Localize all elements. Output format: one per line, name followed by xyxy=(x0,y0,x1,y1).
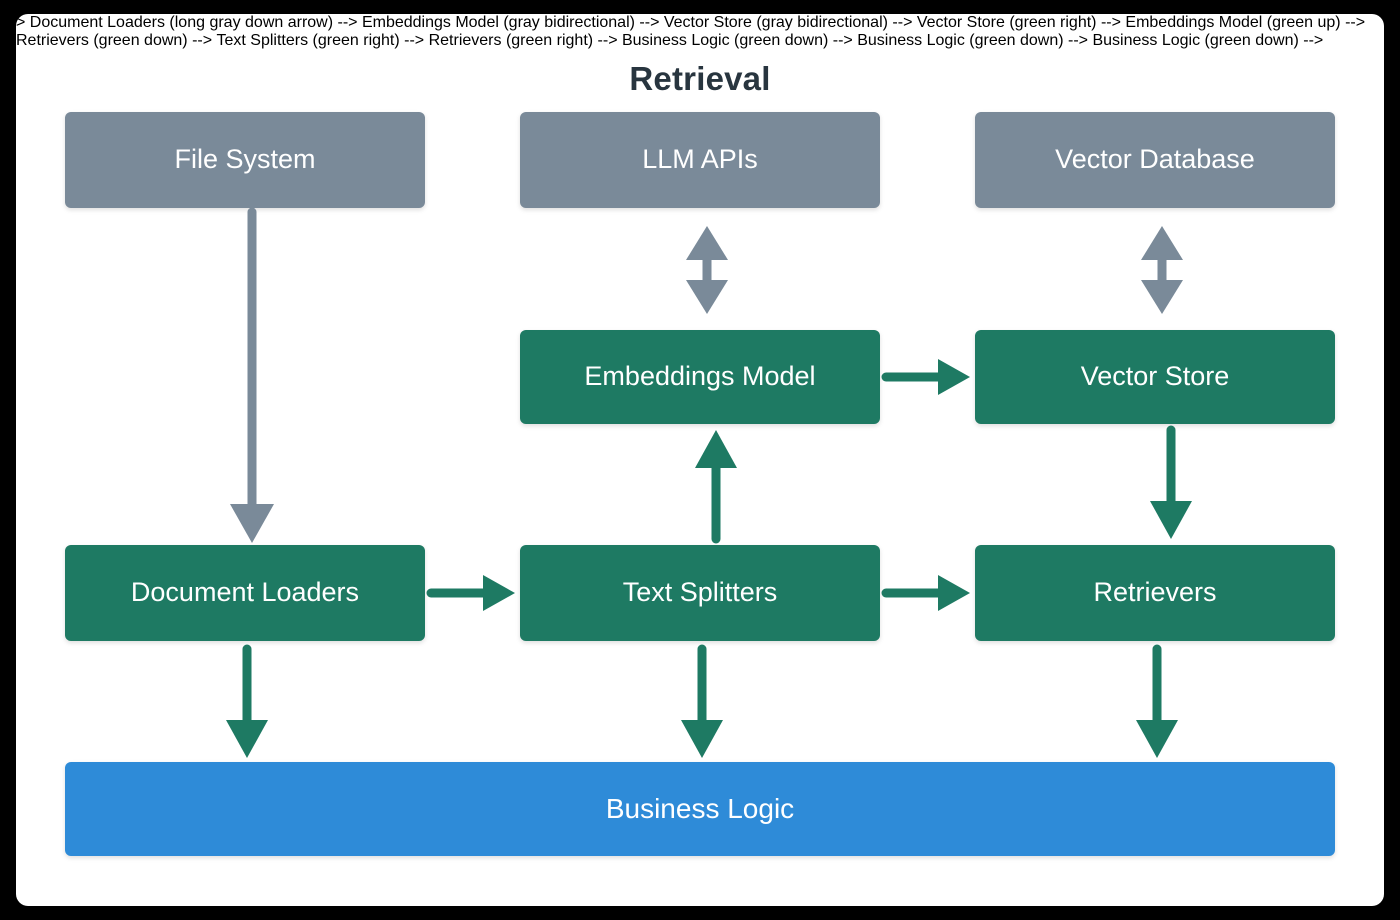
edge-vector-store-to-retrievers xyxy=(1146,424,1196,545)
node-label: Vector Store xyxy=(1080,361,1230,392)
node-business-logic[interactable]: Business Logic xyxy=(65,762,1335,856)
edge-text-splitters-to-retrievers xyxy=(880,568,975,618)
edge-file-system-to-document-loaders xyxy=(222,207,282,548)
node-label: Embeddings Model xyxy=(584,361,816,392)
edge-vector-database-vector-store xyxy=(1132,208,1192,332)
node-label: LLM APIs xyxy=(642,144,758,175)
node-vector-store[interactable]: Vector Store xyxy=(975,330,1335,424)
edge-document-loaders-to-text-splitters xyxy=(425,568,520,618)
diagram-panel: Retrieval File System LLM APIs Vector Da… xyxy=(16,14,1384,906)
node-text-splitters[interactable]: Text Splitters xyxy=(520,545,880,641)
node-document-loaders[interactable]: Document Loaders xyxy=(65,545,425,641)
node-label: Business Logic xyxy=(605,792,795,824)
edge-llm-apis-embeddings-model xyxy=(677,208,737,332)
edge-embeddings-model-to-vector-store xyxy=(880,352,975,402)
node-llm-apis[interactable]: LLM APIs xyxy=(520,112,880,208)
node-vector-database[interactable]: Vector Database xyxy=(975,112,1335,208)
node-retrievers[interactable]: Retrievers xyxy=(975,545,1335,641)
node-embeddings-model[interactable]: Embeddings Model xyxy=(520,330,880,424)
edge-text-splitters-to-embeddings-model xyxy=(691,424,741,545)
node-label: File System xyxy=(174,144,316,175)
node-label: Text Splitters xyxy=(622,577,778,608)
node-file-system[interactable]: File System xyxy=(65,112,425,208)
node-label: Vector Database xyxy=(1055,144,1255,175)
page-title: Retrieval xyxy=(629,60,771,97)
edge-retrievers-to-business-logic xyxy=(1132,641,1182,762)
node-label: Document Loaders xyxy=(130,577,360,608)
edge-document-loaders-to-business-logic xyxy=(222,641,272,762)
edge-text-splitters-to-business-logic xyxy=(677,641,727,762)
node-label: Retrievers xyxy=(1093,577,1217,608)
